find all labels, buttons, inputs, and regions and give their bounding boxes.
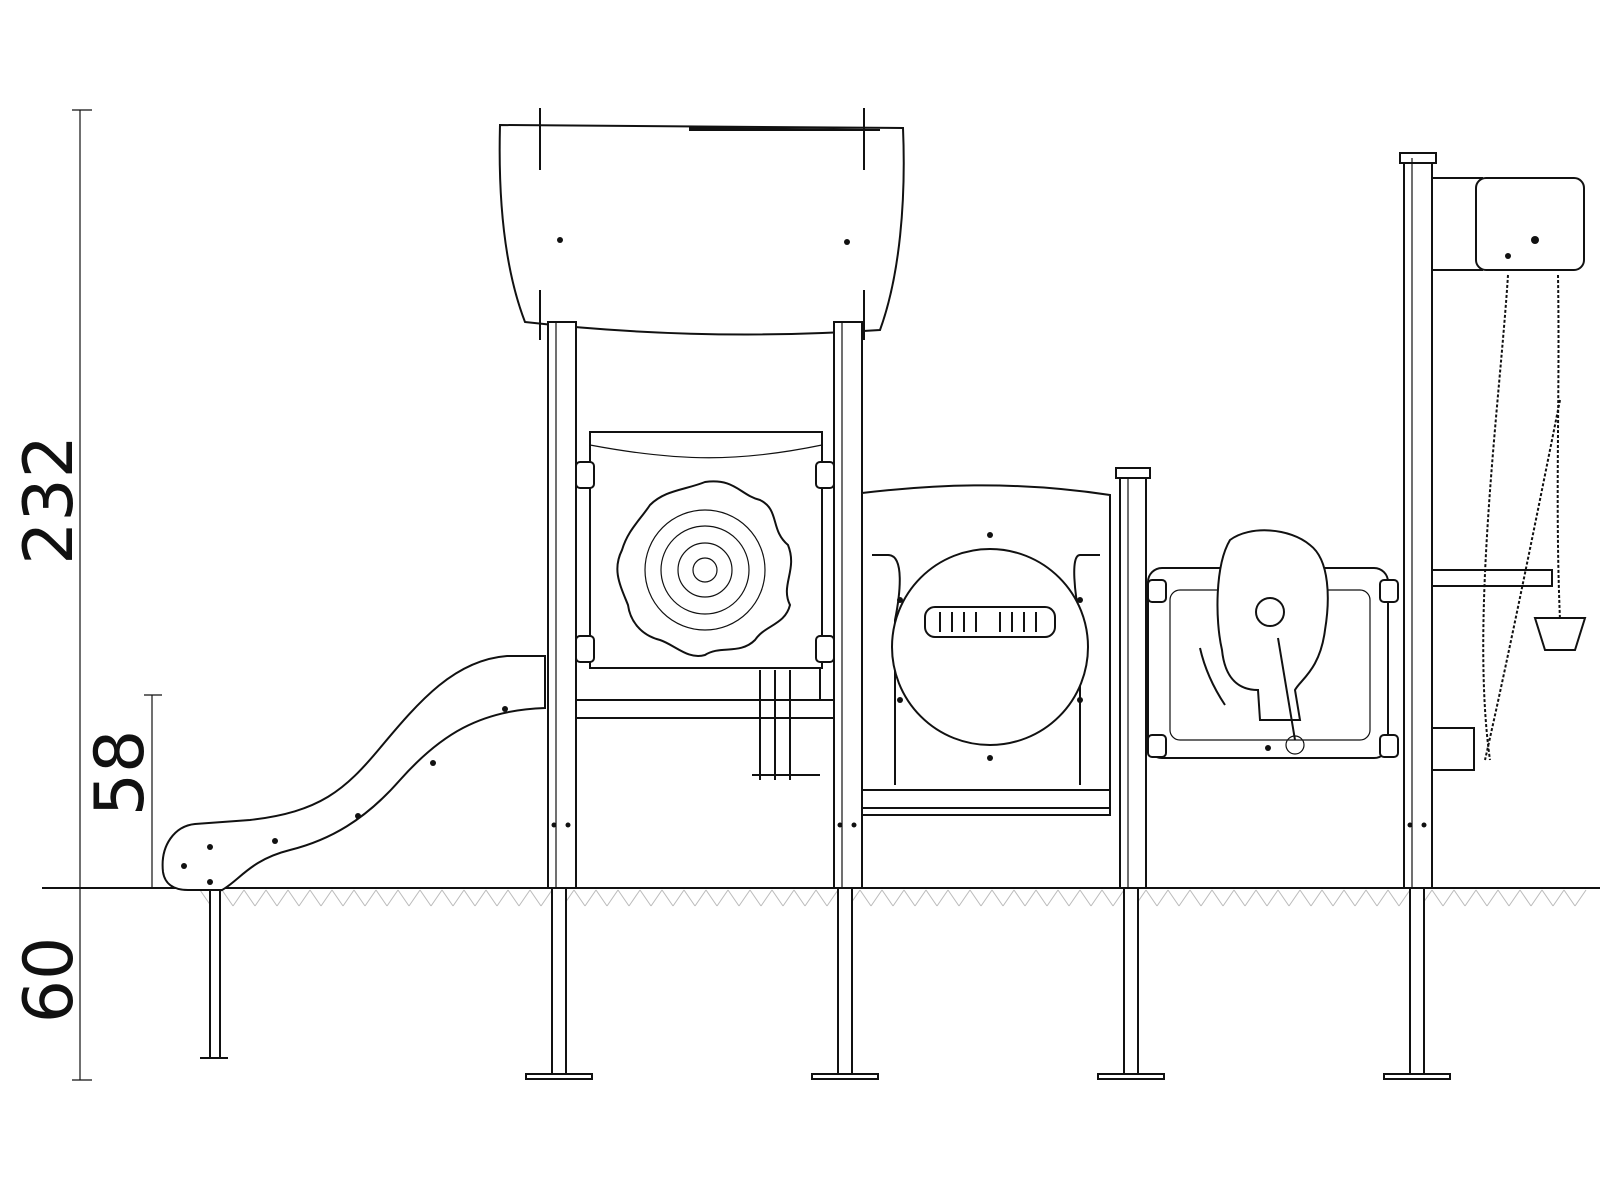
foundation-posts xyxy=(200,887,1451,1080)
dimension-slide-height: 58 xyxy=(81,730,160,817)
lion-panel xyxy=(1147,529,1399,759)
right-post xyxy=(1399,152,1553,889)
spiral-panel xyxy=(575,431,835,669)
tower-posts xyxy=(547,321,863,889)
dimension-lines xyxy=(72,109,162,1081)
pulley-mechanism xyxy=(1431,177,1587,771)
center-post xyxy=(1115,467,1151,889)
ground-line xyxy=(42,887,1600,907)
dimension-foundation-depth: 60 xyxy=(10,937,89,1024)
roof-panel xyxy=(498,108,905,340)
middle-section xyxy=(861,484,1111,816)
slide xyxy=(161,655,546,891)
dimension-total-height: 232 xyxy=(10,435,89,565)
